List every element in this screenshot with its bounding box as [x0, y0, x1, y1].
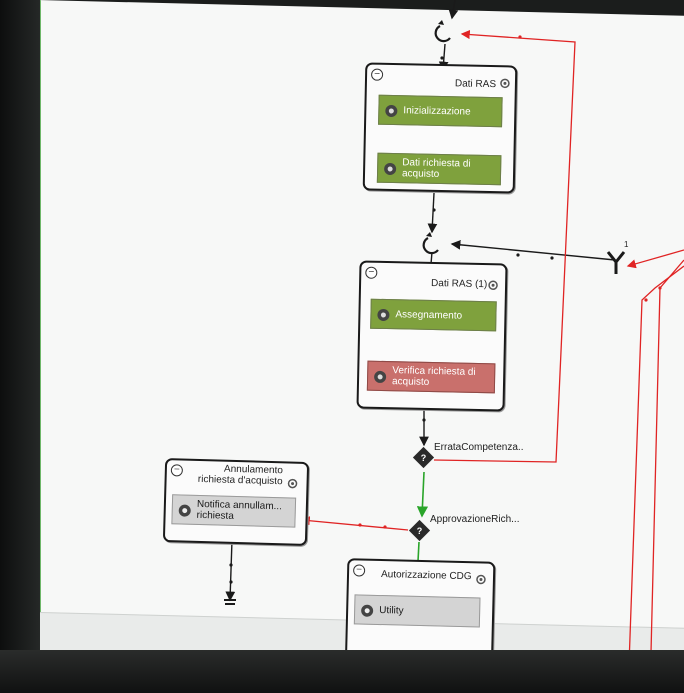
collapse-icon[interactable]: − — [352, 564, 366, 577]
task-utility[interactable]: Utility — [353, 594, 481, 628]
gear-icon — [384, 162, 397, 175]
task-assegnamento[interactable]: Assegnamento — [370, 298, 497, 332]
gear-icon — [361, 604, 374, 617]
monitor-bezel-bottom — [0, 650, 684, 693]
task-label: Notifica annullam... richiesta — [196, 498, 283, 522]
group-annulamento[interactable]: − Annulamento richiesta d'acquisto Notif… — [162, 458, 310, 546]
entry-arrow — [448, 0, 459, 20]
return-line-2 — [649, 259, 684, 693]
group-title: Dati RAS (1) — [430, 277, 488, 291]
task-label: Dati richiesta di acquisto — [401, 157, 471, 180]
collapse-icon[interactable]: − — [365, 266, 378, 279]
flow-dots — [229, 56, 554, 584]
decision-label-approvazione: ApprovazioneRich... — [430, 514, 520, 525]
end-marker — [224, 599, 236, 605]
group-autorizzazione-cdg[interactable]: − Autorizzazione CDG Utility — [344, 558, 496, 678]
decision-icon[interactable]: ? — [408, 519, 431, 542]
svg-text:?: ? — [417, 526, 423, 536]
task-label: Inizializzazione — [403, 104, 471, 118]
settings-icon[interactable] — [475, 573, 487, 585]
loop-back-line — [450, 239, 616, 261]
gear-icon — [374, 370, 387, 383]
gear-icon — [178, 504, 191, 517]
gear-icon — [377, 308, 390, 321]
task-label: Assegnamento — [395, 308, 463, 322]
merge-count: 1 — [624, 240, 629, 249]
collapse-icon[interactable]: − — [170, 464, 184, 477]
svg-text:?: ? — [421, 453, 427, 463]
decision-icon[interactable]: ? — [412, 446, 435, 469]
task-verifica-richiesta[interactable]: Verifica richiesta di acquisto — [366, 360, 496, 394]
decision-label-errata: ErrataCompetenza.. — [434, 442, 524, 453]
group-title: Autorizzazione CDG — [380, 569, 472, 583]
monitor-bezel-left — [0, 0, 40, 693]
return-line-1 — [627, 265, 684, 693]
group-title: Dati RAS — [454, 78, 497, 91]
task-inizializzazione[interactable]: Inizializzazione — [378, 94, 503, 128]
return-arrow — [626, 249, 684, 269]
loop-icon[interactable] — [434, 20, 451, 43]
gear-icon — [385, 104, 398, 117]
group-dati-ras[interactable]: − Dati RAS Inizializzazione Dati richies… — [362, 62, 518, 194]
red-dots — [358, 35, 662, 529]
settings-icon[interactable] — [499, 77, 511, 89]
task-label: Verifica richiesta di acquisto — [391, 365, 476, 388]
cancel-exit-line — [225, 539, 236, 602]
group-title: Annulamento richiesta d'acquisto — [197, 463, 284, 488]
loop-icon[interactable] — [422, 232, 439, 255]
merge-icon[interactable] — [606, 251, 626, 274]
task-notifica-annullamento[interactable]: Notifica annullam... richiesta — [171, 494, 297, 528]
group-dati-ras-1[interactable]: − Dati RAS (1) Assegnamento Verifica ric… — [356, 260, 508, 412]
task-label: Utility — [379, 604, 404, 617]
collapse-icon[interactable]: − — [370, 68, 384, 81]
settings-icon[interactable] — [487, 279, 499, 291]
reject-to-cancel — [300, 516, 409, 531]
flow-segment — [427, 192, 438, 234]
settings-icon[interactable] — [286, 477, 298, 489]
task-dati-richiesta[interactable]: Dati richiesta di acquisto — [376, 152, 502, 186]
loop-back-red — [433, 30, 576, 463]
